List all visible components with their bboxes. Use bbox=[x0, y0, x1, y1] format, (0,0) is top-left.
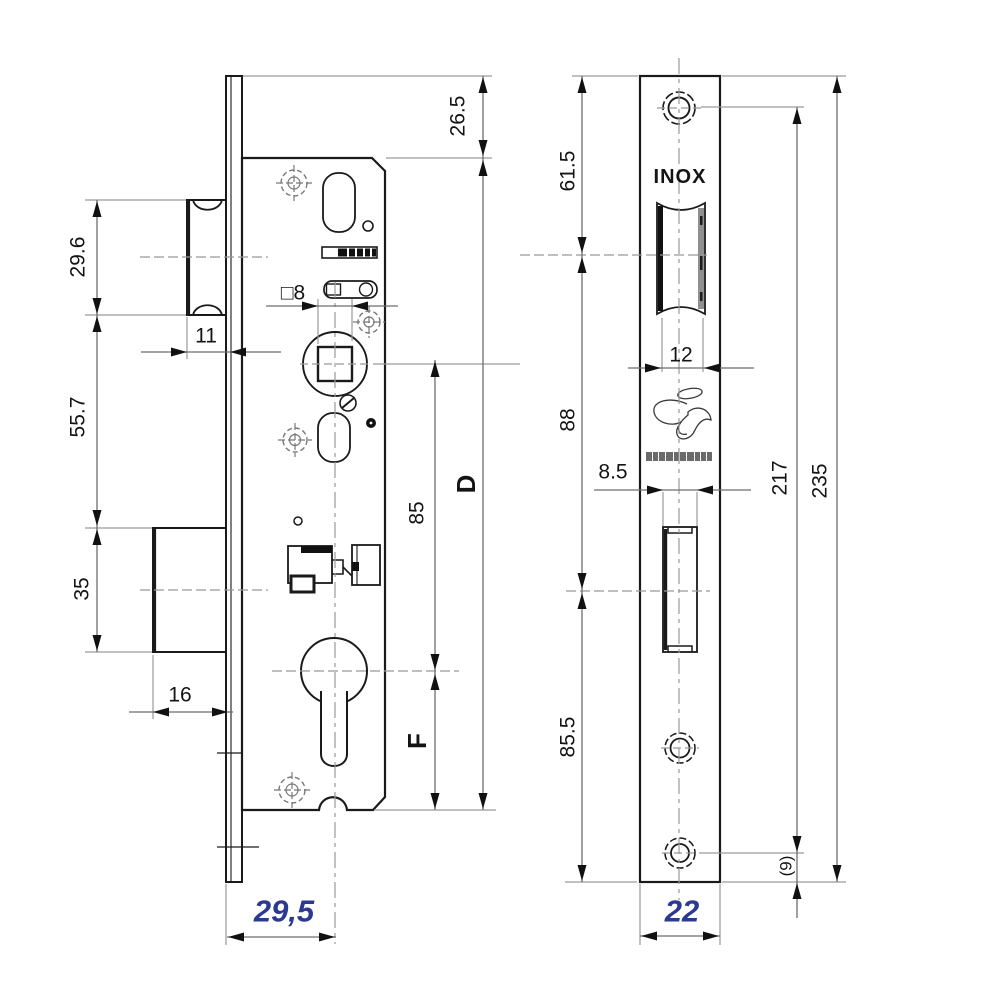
dim-deadbolt-height: 35 bbox=[70, 577, 94, 601]
dim-screw-centers: 217 bbox=[768, 460, 792, 496]
dim-faceplate-length: 235 bbox=[808, 463, 832, 499]
top-slot-icon bbox=[322, 172, 374, 233]
dim-deadbolt-opening-width: 8.5 bbox=[598, 460, 628, 484]
dim-latch-projection: 11 bbox=[195, 324, 217, 348]
right-extension-lines bbox=[565, 75, 846, 945]
material-label: INOX bbox=[653, 166, 707, 188]
slotted-screw-icon bbox=[339, 394, 357, 412]
dim-spindle-square: □8 bbox=[280, 281, 306, 305]
dim-deadbolt-center-to-bottom: 85.5 bbox=[556, 716, 580, 758]
dim-backset: 29,5 bbox=[253, 893, 315, 929]
brand-wordmark bbox=[646, 452, 712, 461]
small-hole-icon bbox=[293, 516, 303, 526]
screw-symbol bbox=[274, 165, 385, 808]
dim-latch-opening-width: 12 bbox=[669, 343, 693, 367]
right-view bbox=[520, 58, 846, 945]
dim-spindle-to-cylinder: 85 bbox=[405, 501, 429, 525]
latch-bolt-icon bbox=[186, 199, 227, 316]
left-centerlines bbox=[140, 256, 459, 944]
mid-slot-icon bbox=[317, 412, 351, 463]
left-arrowheads bbox=[92, 77, 488, 942]
adjustment-comb-icon bbox=[321, 246, 378, 259]
bolt-tail-mechanism bbox=[287, 544, 381, 594]
right-centerlines bbox=[520, 58, 710, 900]
dim-latch-to-deadbolt: 55.7 bbox=[66, 396, 90, 438]
dim-faceplate-width: 22 bbox=[664, 893, 700, 929]
right-arrowheads bbox=[577, 77, 842, 941]
latch-opening bbox=[656, 201, 706, 316]
dim-deadbolt-projection: 16 bbox=[168, 683, 192, 707]
dim-top-to-latch-center: 61.5 bbox=[556, 150, 580, 192]
deadbolt-opening bbox=[662, 526, 698, 653]
dim-case-length: D bbox=[451, 474, 481, 494]
dim-top-offset: 26.5 bbox=[446, 95, 470, 137]
left-view bbox=[85, 75, 520, 945]
faceplate-front bbox=[638, 74, 722, 884]
dim-latch-to-deadbolt-center: 88 bbox=[556, 408, 580, 432]
dim-cylinder-to-bottom: F bbox=[402, 733, 432, 749]
lever-detail-icon bbox=[323, 280, 378, 299]
dim-screw-to-edge: (9) bbox=[776, 855, 796, 877]
pin-dot-icon bbox=[366, 418, 376, 428]
dim-latch-height: 29.6 bbox=[66, 236, 90, 278]
